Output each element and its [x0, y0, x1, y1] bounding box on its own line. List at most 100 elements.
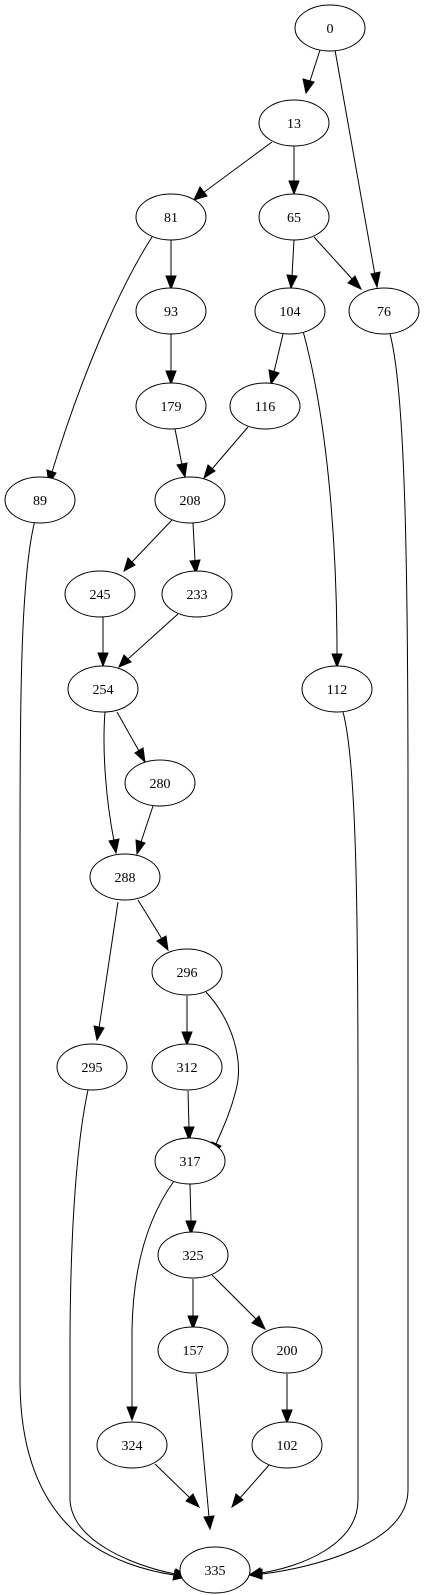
node-label: 280 [150, 777, 171, 792]
node-label: 157 [183, 1344, 204, 1359]
node-label: 335 [205, 1564, 226, 1579]
node-13: 13 [258, 99, 330, 147]
edge-200-102 [281, 1374, 293, 1425]
node-ellipse [157, 1231, 229, 1279]
edge-0-13 [302, 49, 321, 95]
node-label: 208 [180, 494, 201, 509]
edge-76-335 [248, 333, 409, 1580]
node-label: 288 [115, 871, 136, 886]
node-102: 102 [251, 1421, 323, 1469]
graph-edges [19, 49, 409, 1581]
edge-116-208 [203, 426, 249, 480]
node-ellipse [229, 382, 301, 430]
node-200: 200 [251, 1326, 323, 1374]
edge-13-65 [288, 146, 300, 196]
node-112: 112 [301, 665, 373, 713]
node-label: 102 [277, 1439, 298, 1454]
node-ellipse [64, 570, 136, 618]
edge-179-208 [174, 428, 188, 479]
edge-325-157 [187, 1279, 199, 1331]
node-ellipse [67, 665, 139, 713]
node-116: 116 [229, 382, 301, 430]
node-label: 13 [287, 117, 301, 132]
node-157: 157 [157, 1326, 229, 1374]
node-ellipse [154, 1137, 226, 1185]
node-254: 254 [67, 665, 139, 713]
node-65: 65 [258, 193, 330, 241]
node-label: 325 [183, 1249, 204, 1264]
node-ellipse [151, 1043, 223, 1091]
node-0: 0 [294, 4, 366, 52]
node-label: 104 [280, 305, 301, 320]
node-label: 65 [287, 211, 301, 226]
edge-324-335 [154, 1463, 201, 1509]
node-89: 89 [4, 476, 76, 524]
node-label: 233 [187, 588, 208, 603]
node-ellipse [151, 948, 223, 996]
node-ellipse [161, 570, 233, 618]
node-317: 317 [154, 1137, 226, 1185]
edge-93-179 [165, 334, 177, 386]
node-label: 179 [161, 400, 182, 415]
node-ellipse [254, 287, 326, 335]
edge-254-288 [103, 711, 120, 855]
node-ellipse [251, 1326, 323, 1374]
edge-317-324 [126, 1180, 175, 1422]
node-label: 112 [327, 683, 347, 698]
edge-288-296 [137, 899, 169, 952]
node-325: 325 [157, 1231, 229, 1279]
edge-0-76 [334, 49, 381, 289]
node-104: 104 [254, 287, 326, 335]
node-label: 317 [180, 1155, 201, 1170]
edge-245-254 [97, 617, 109, 668]
node-ellipse [135, 382, 207, 430]
node-label: 89 [33, 494, 47, 509]
edge-104-112 [302, 330, 343, 669]
node-ellipse [348, 287, 420, 335]
node-208: 208 [154, 476, 226, 524]
node-ellipse [135, 287, 207, 335]
edge-254-280 [116, 711, 146, 764]
node-label: 0 [327, 22, 334, 37]
node-296: 296 [151, 948, 223, 996]
edge-288-295 [93, 901, 119, 1042]
node-label: 312 [177, 1061, 198, 1076]
node-label: 254 [93, 683, 114, 698]
edge-296-312 [181, 996, 193, 1047]
node-label: 324 [122, 1439, 143, 1454]
node-324: 324 [96, 1421, 168, 1469]
edge-104-116 [268, 333, 284, 386]
node-ellipse [96, 1421, 168, 1469]
edge-280-288 [135, 805, 154, 856]
edge-65-104 [286, 239, 298, 290]
node-179: 179 [135, 382, 207, 430]
node-ellipse [258, 99, 330, 147]
edge-81-93 [165, 240, 177, 291]
node-233: 233 [161, 570, 233, 618]
node-label: 295 [82, 1061, 103, 1076]
node-ellipse [135, 193, 207, 241]
node-label: 81 [164, 211, 178, 226]
node-ellipse [179, 1546, 251, 1594]
edge-65-76 [313, 236, 363, 291]
edge-112-335 [247, 711, 359, 1579]
node-245: 245 [64, 570, 136, 618]
node-288: 288 [89, 853, 161, 901]
edge-102-335 [231, 1463, 271, 1509]
edge-317-325 [185, 1183, 197, 1236]
node-ellipse [258, 193, 330, 241]
edge-233-254 [118, 613, 179, 668]
node-335: 335 [179, 1546, 251, 1594]
node-label: 296 [177, 966, 198, 981]
node-ellipse [294, 4, 366, 52]
edge-325-200 [211, 1274, 267, 1331]
node-label: 245 [90, 588, 111, 603]
edge-157-335 [195, 1373, 215, 1531]
node-ellipse [124, 759, 196, 807]
node-ellipse [56, 1043, 128, 1091]
edge-13-81 [193, 141, 273, 201]
edge-312-317 [183, 1090, 195, 1142]
edge-208-245 [123, 519, 173, 573]
